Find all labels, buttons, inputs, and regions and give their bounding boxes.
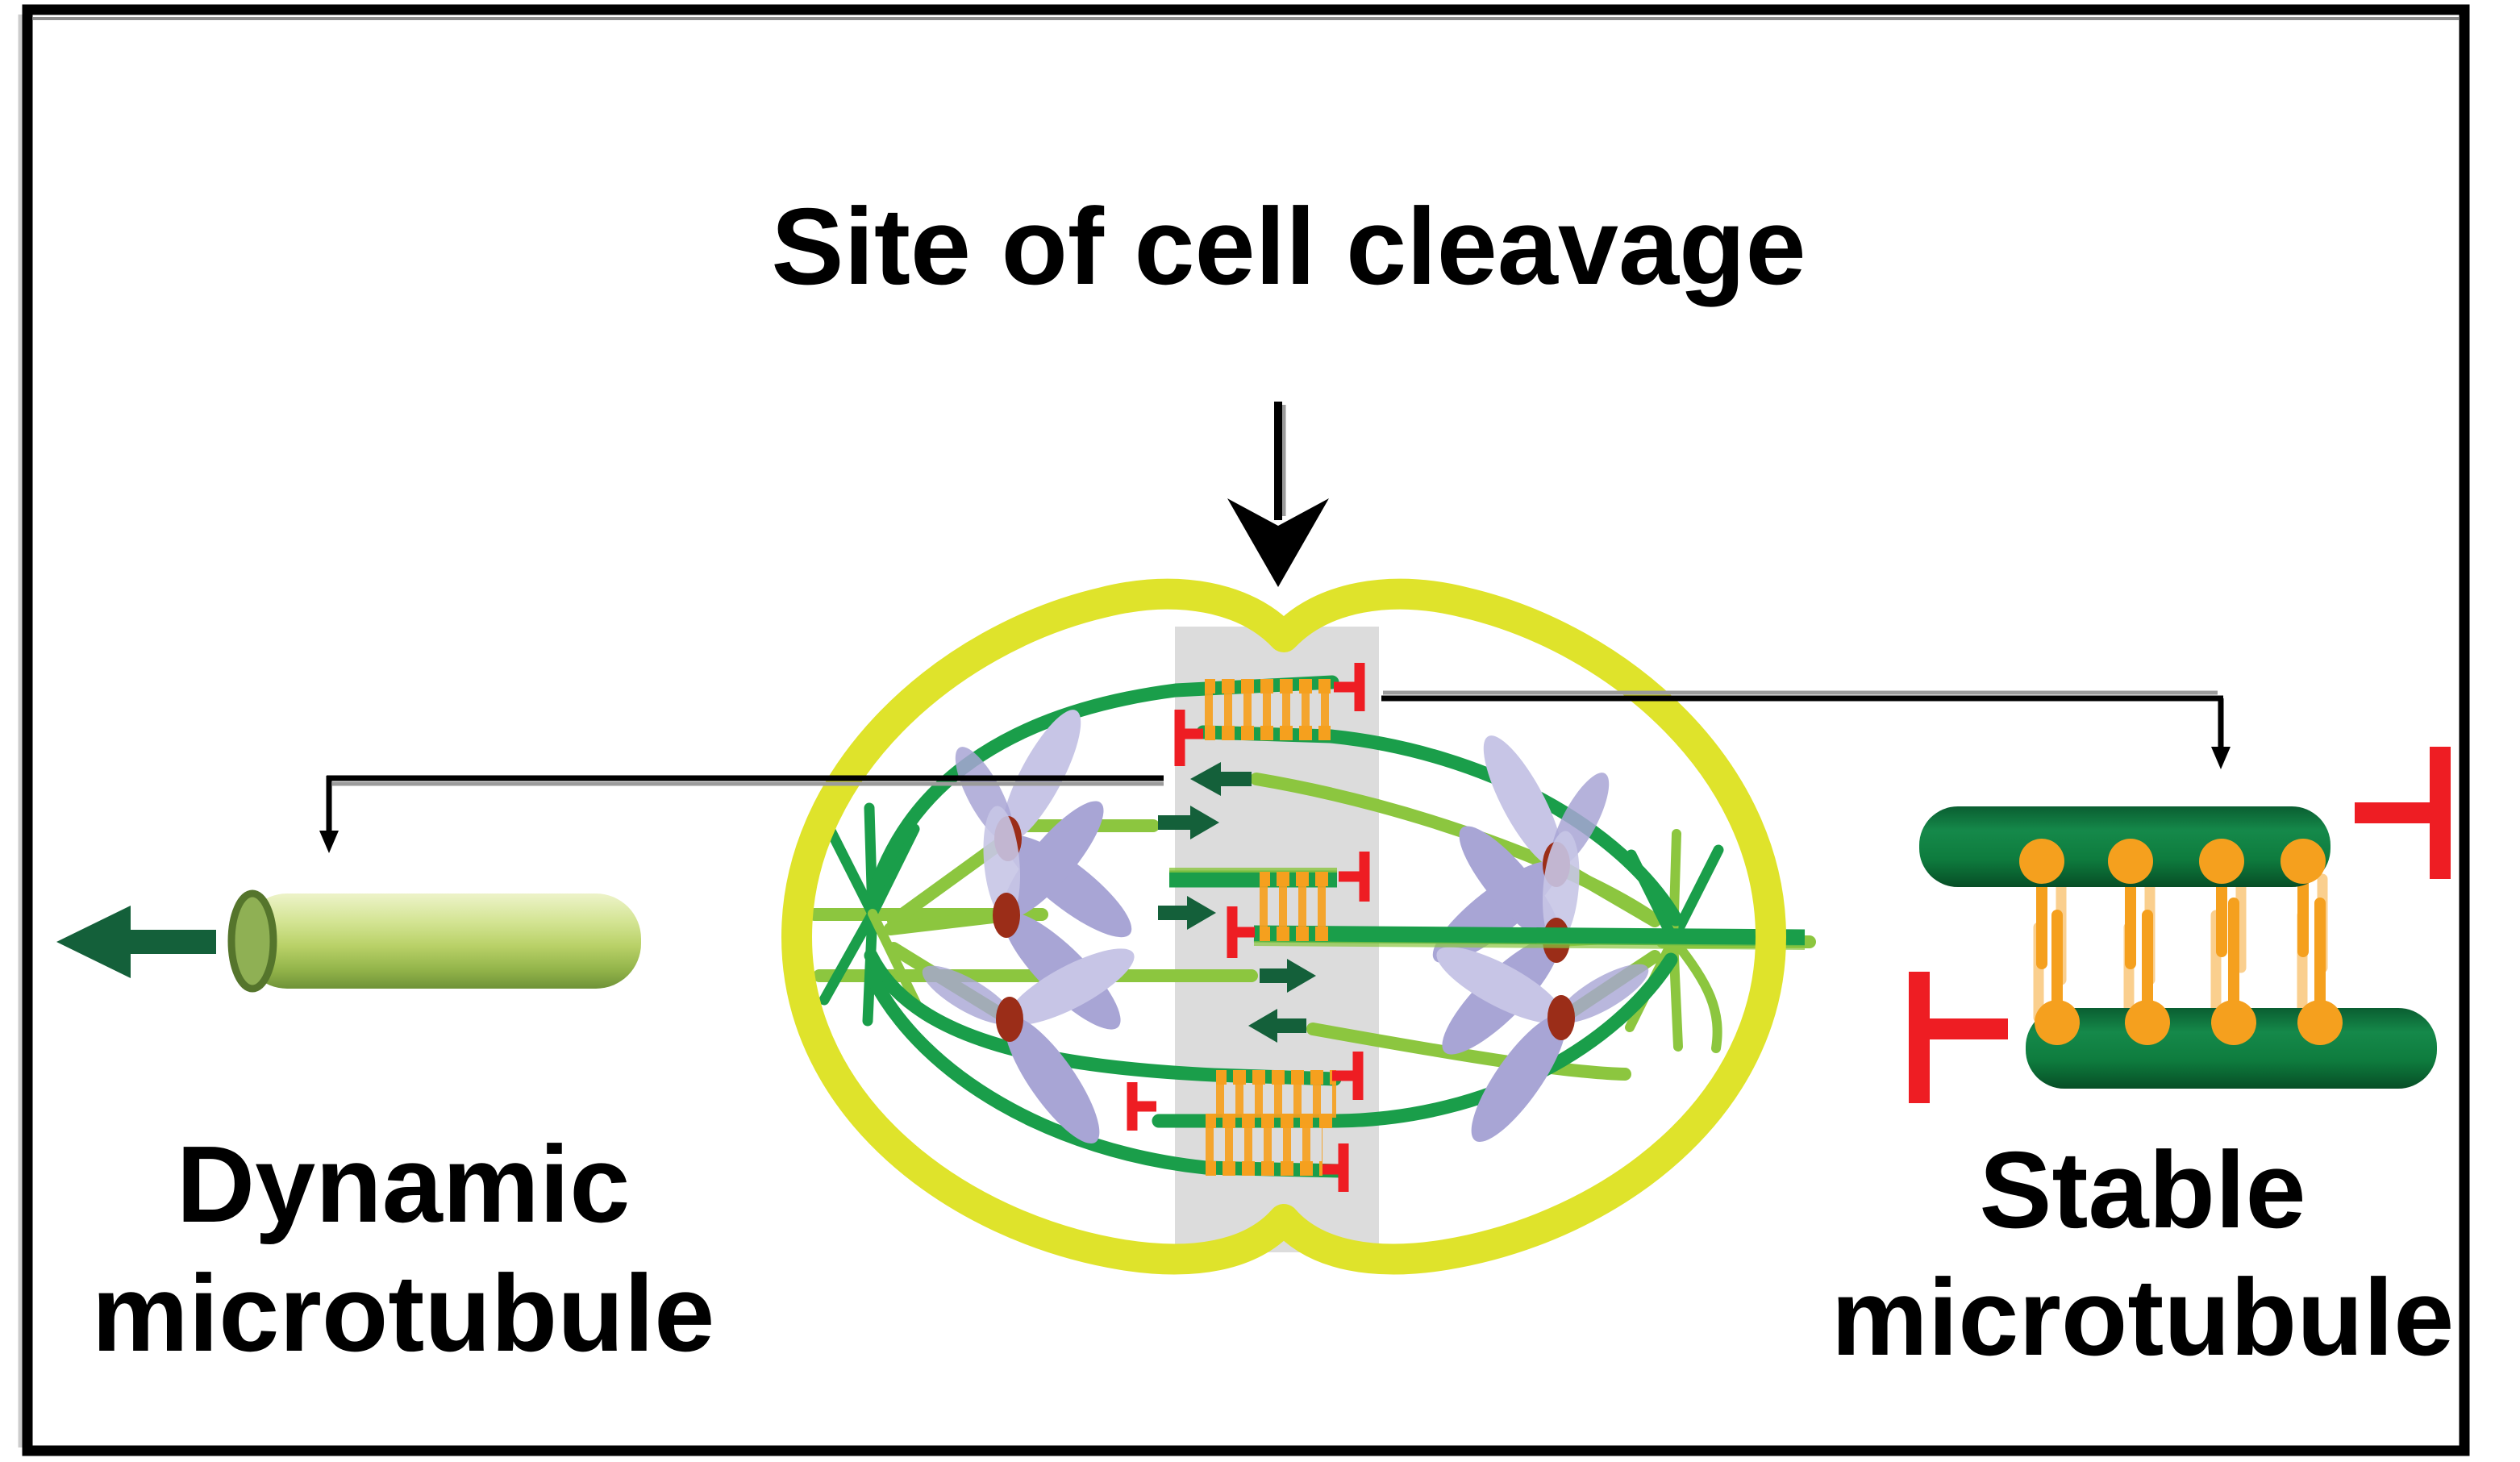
red-t-caps (1127, 663, 1370, 1192)
cylinder-end-cap (227, 889, 277, 993)
stable-connector (1381, 690, 2231, 769)
motion-arrow-left-icon (56, 906, 216, 978)
t-cap-icon (2355, 747, 2451, 879)
arrow-right-icon (1260, 959, 1316, 993)
dynamic-label-line1: Dynamic (177, 1123, 631, 1245)
arrowhead-down-icon (319, 831, 339, 853)
dynamic-microtubule-cylinder (242, 893, 641, 989)
t-cap-icon (1334, 663, 1365, 711)
dynamic-label-line2: microtubule (92, 1252, 715, 1374)
arrowhead-down-icon (2211, 747, 2231, 769)
crosslinker-ladders (1205, 679, 1336, 1176)
chromosome (1436, 947, 1649, 1143)
arrow-left-icon (1190, 762, 1252, 796)
crosslinker-motors-bottom (2033, 898, 2326, 1023)
midzone-microtubules (1169, 868, 1806, 950)
arrow-right-icon (1158, 806, 1219, 839)
arrow-right-icon (1158, 896, 1216, 930)
sliding-direction-arrows (1158, 762, 1316, 1043)
stable-label-line2: microtubule (1831, 1256, 2455, 1378)
t-cap-icon (1322, 1143, 1349, 1192)
title: Site of cell cleavage (771, 185, 1806, 307)
t-cap-icon (1127, 1082, 1156, 1131)
t-cap-icon (1909, 972, 2008, 1103)
down-arrow-icon (1227, 402, 1329, 587)
t-cap-icon (1339, 852, 1370, 902)
t-cap-icon (1332, 1052, 1364, 1100)
stable-label-line1: Stable (1979, 1129, 2305, 1251)
chromosomes (922, 710, 1649, 1144)
t-cap-icon (1174, 710, 1203, 766)
arrow-left-icon (1248, 1009, 1306, 1043)
chromosome (922, 948, 1135, 1144)
dynamic-microtubule-figure (56, 889, 641, 993)
stable-microtubule-figure (1909, 747, 2451, 1103)
t-cap-icon (1227, 906, 1255, 958)
dynamic-connector (319, 775, 1164, 853)
